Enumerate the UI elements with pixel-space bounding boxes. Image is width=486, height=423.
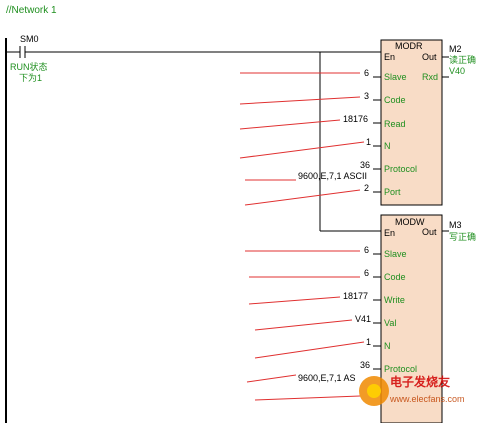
modr-pin-port-label: Port: [384, 187, 401, 197]
modr-pin-read-label: Read: [384, 119, 406, 129]
modw-protocol-note: 9600,E,7,1 AS: [298, 373, 356, 383]
modw-out-coil: M3: [449, 220, 462, 230]
modr-pin-n-value: 1: [366, 137, 371, 147]
modr-block[interactable]: MODR En Out Rxd M2 读正确 V40 6 Slave 3 Cod…: [298, 39, 476, 206]
watermark-line1: 电子发烧友: [390, 374, 450, 389]
modw-pin-write-label: Write: [384, 295, 405, 305]
network-title: //Network 1: [6, 5, 57, 16]
modw-pin-protocol-label: Protocol: [384, 364, 417, 374]
modr-protocol-note: 9600,E,7,1 ASCII: [298, 171, 367, 181]
modw-pin-slave-value: 6: [364, 245, 369, 255]
modr-en-label: En: [384, 52, 395, 62]
modr-pin-read-value: 18176: [343, 114, 368, 124]
contact-comment-line2: 下为1: [19, 72, 42, 83]
modw-pin-write-value: 18177: [343, 291, 368, 301]
modr-pin-port-value: 2: [364, 183, 369, 193]
contact-sm0[interactable]: SM0 RUN状态 下为1: [6, 34, 381, 83]
modr-pin-n-label: N: [384, 141, 391, 151]
modr-out-label: Out: [422, 52, 437, 62]
modw-pin-val-label: Val: [384, 318, 396, 328]
modr-pin-slave-value: 6: [364, 68, 369, 78]
modw-pin-code-label: Code: [384, 272, 406, 282]
modw-pin-n-label: N: [384, 341, 391, 351]
red-annotation-lines: [239, 72, 365, 401]
modr-rxd-label: Rxd: [422, 72, 438, 82]
modr-pin-protocol-label: Protocol: [384, 164, 417, 174]
contact-name: SM0: [20, 34, 39, 44]
modr-pin-code-value: 3: [364, 91, 369, 101]
modw-pin-val-value: V41: [355, 314, 371, 324]
modr-rxd-value: V40: [449, 66, 465, 76]
modw-pin-n-value: 1: [366, 337, 371, 347]
modr-out-coil: M2: [449, 44, 462, 54]
modw-pin-code-value: 6: [364, 268, 369, 278]
watermark-line2: www.elecfans.com: [389, 394, 465, 404]
modw-pin-protocol-value: 36: [360, 360, 370, 370]
modw-en-label: En: [384, 228, 395, 238]
modr-pin-code-label: Code: [384, 95, 406, 105]
modr-pin-protocol-value: 36: [360, 160, 370, 170]
modw-out-coil-comment: 写正确: [449, 231, 476, 242]
modr-pin-slave-label: Slave: [384, 72, 407, 82]
modr-out-coil-comment: 读正确: [449, 54, 476, 65]
modr-title: MODR: [395, 41, 423, 51]
contact-comment-line1: RUN状态: [10, 61, 48, 72]
modw-title: MODW: [395, 217, 425, 227]
modw-out-label: Out: [422, 227, 437, 237]
watermark-logo: 电子发烧友 www.elecfans.com: [359, 374, 465, 406]
modw-pin-slave-label: Slave: [384, 249, 407, 259]
modw-block[interactable]: MODW En Out M3 写正确 6 Slave 6 Code 18177 …: [298, 214, 476, 423]
